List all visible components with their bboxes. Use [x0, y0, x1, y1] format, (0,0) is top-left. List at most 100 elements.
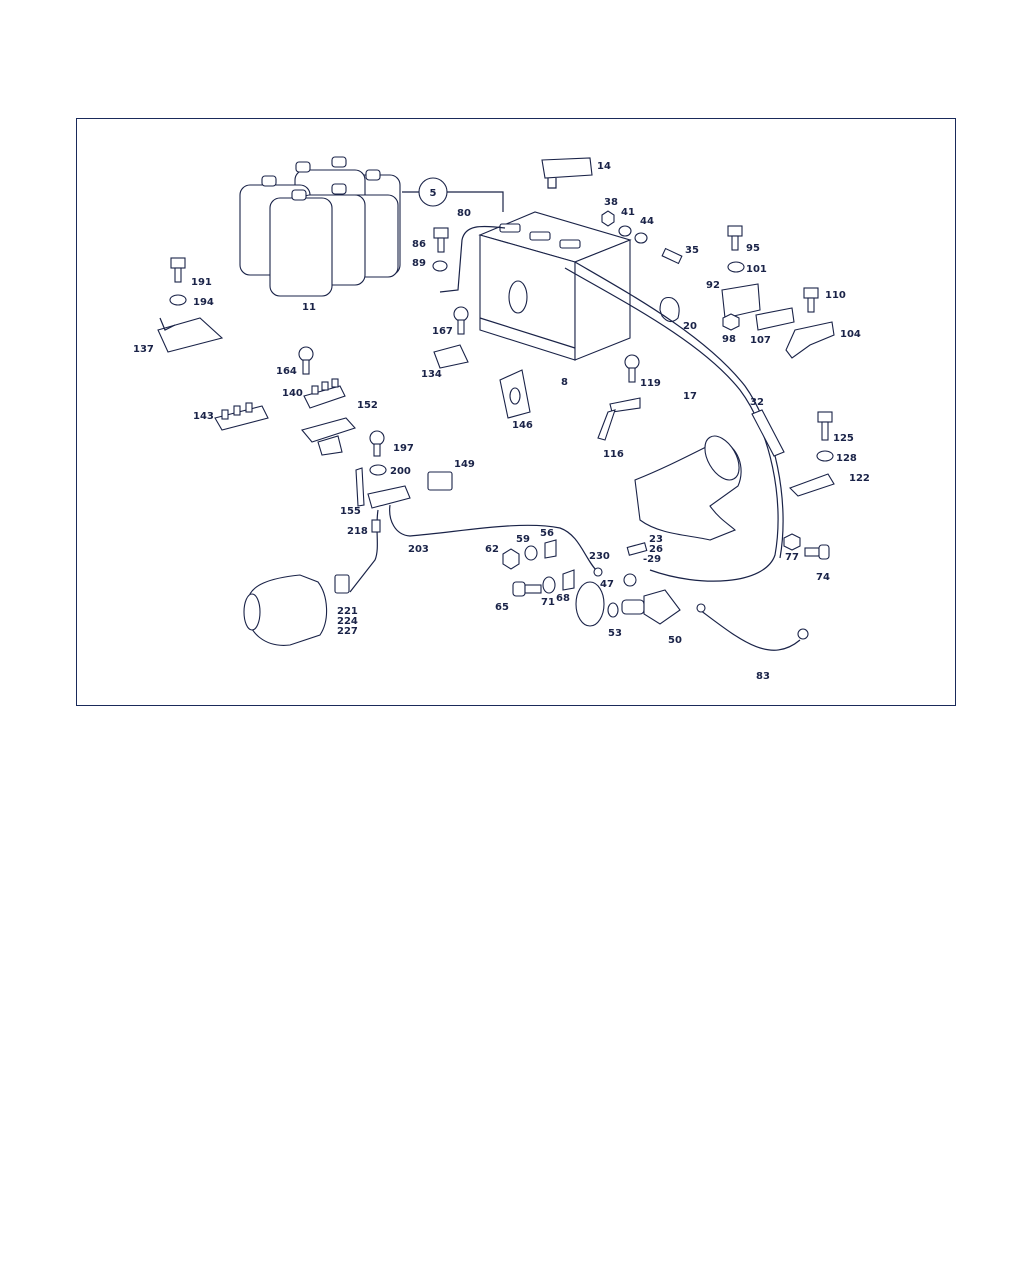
label-56: 56 — [540, 528, 554, 539]
label-167: 167 — [432, 326, 453, 337]
battery-cells-part-11 — [239, 156, 401, 297]
label-200: 200 — [390, 466, 411, 477]
label-89: 89 — [412, 258, 426, 269]
label-164: 164 — [276, 366, 297, 377]
connector-part-143 — [214, 402, 269, 431]
label-149: 149 — [454, 459, 475, 470]
label-8: 8 — [561, 377, 568, 388]
label-80: 80 — [457, 208, 471, 219]
label-119: 119 — [640, 378, 661, 389]
label-53: 53 — [608, 628, 622, 639]
callout-5: 5 — [402, 177, 504, 212]
connector-part-50 — [621, 589, 681, 625]
label-68: 68 — [556, 593, 570, 604]
bracket-part-14 — [541, 157, 593, 189]
label-122: 122 — [849, 473, 870, 484]
label-20: 20 — [683, 321, 697, 332]
alternator-part-221 — [243, 574, 350, 646]
label-65: 65 — [495, 602, 509, 613]
bolt-part-191 — [169, 257, 187, 306]
label-71: 71 — [541, 597, 555, 608]
label-35: 35 — [685, 245, 699, 256]
label-218: 218 — [347, 526, 368, 537]
label-14: 14 — [597, 161, 611, 172]
label-155: 155 — [340, 506, 361, 517]
bolt-part-95 — [727, 225, 745, 273]
connector-part-140 — [303, 378, 346, 409]
label-23: 23 — [649, 534, 663, 545]
plate-part-47 — [575, 573, 637, 627]
label-146: 146 — [512, 420, 533, 431]
label-74: 74 — [816, 572, 830, 583]
label-29: -29 — [643, 554, 661, 565]
bracket-part-155 — [355, 467, 411, 509]
ground-cable-part-83 — [696, 603, 809, 651]
label-32: 32 — [750, 397, 764, 408]
label-140: 140 — [282, 388, 303, 399]
label-62: 62 — [485, 544, 499, 555]
label-11: 11 — [302, 302, 316, 313]
part-number-labels: 11 14 38 41 44 35 80 86 89 95 101 191 19… — [133, 161, 870, 682]
screw-part-197 — [369, 430, 387, 476]
callout-5-label: 5 — [430, 188, 437, 199]
screw-part-119 — [624, 354, 640, 383]
label-152: 152 — [357, 400, 378, 411]
label-77: 77 — [785, 552, 799, 563]
battery-part-8 — [478, 211, 632, 361]
label-116: 116 — [603, 449, 624, 460]
label-203: 203 — [408, 544, 429, 555]
label-101: 101 — [746, 264, 767, 275]
label-92: 92 — [706, 280, 720, 291]
label-95: 95 — [746, 243, 760, 254]
label-191: 191 — [191, 277, 212, 288]
label-50: 50 — [668, 635, 682, 646]
brackets-92-98-107-104 — [721, 283, 835, 359]
fasteners-38-41-44-35 — [601, 210, 683, 265]
label-224: 224 — [337, 616, 358, 627]
label-137: 137 — [133, 344, 154, 355]
label-38: 38 — [604, 197, 618, 208]
hose-part-32 — [751, 409, 785, 457]
label-143: 143 — [193, 411, 214, 422]
cable-part-17 — [564, 261, 784, 582]
clamp-part-146 — [499, 369, 531, 419]
label-107: 107 — [750, 335, 771, 346]
label-194: 194 — [193, 297, 214, 308]
label-197: 197 — [393, 443, 414, 454]
screw-part-164 — [298, 346, 314, 375]
label-104: 104 — [840, 329, 861, 340]
wiring-harness-part-203 — [349, 504, 599, 593]
washer-part-53 — [607, 602, 619, 618]
diagram-frame — [76, 118, 956, 706]
label-230: 230 — [589, 551, 610, 562]
label-128: 128 — [836, 453, 857, 464]
bracket-part-137 — [157, 317, 224, 353]
fasteners-65-71-68 — [512, 569, 575, 597]
fasteners-62-59-56 — [502, 539, 603, 577]
clamp-part-20 — [659, 296, 680, 323]
bolt-part-125 — [789, 411, 835, 497]
bolt-part-86 — [432, 227, 449, 272]
label-134: 134 — [421, 369, 442, 380]
label-26: 26 — [649, 544, 663, 555]
relay-part-149 — [427, 471, 453, 491]
cable-part-80 — [439, 225, 506, 293]
screw-part-167 — [433, 306, 469, 369]
label-47: 47 — [600, 579, 614, 590]
bracket-part-116 — [597, 397, 641, 441]
label-41: 41 — [621, 207, 635, 218]
label-86: 86 — [412, 239, 426, 250]
label-59: 59 — [516, 534, 530, 545]
label-227: 227 — [337, 626, 358, 637]
bracket-part-152 — [301, 417, 356, 456]
starter-assembly — [626, 435, 742, 556]
label-98: 98 — [722, 334, 736, 345]
label-110: 110 — [825, 290, 846, 301]
label-125: 125 — [833, 433, 854, 444]
bolt-part-74 — [804, 544, 830, 560]
label-83: 83 — [756, 671, 770, 682]
nut-part-77 — [783, 533, 801, 551]
label-44: 44 — [640, 216, 654, 227]
label-221: 221 — [337, 606, 358, 617]
